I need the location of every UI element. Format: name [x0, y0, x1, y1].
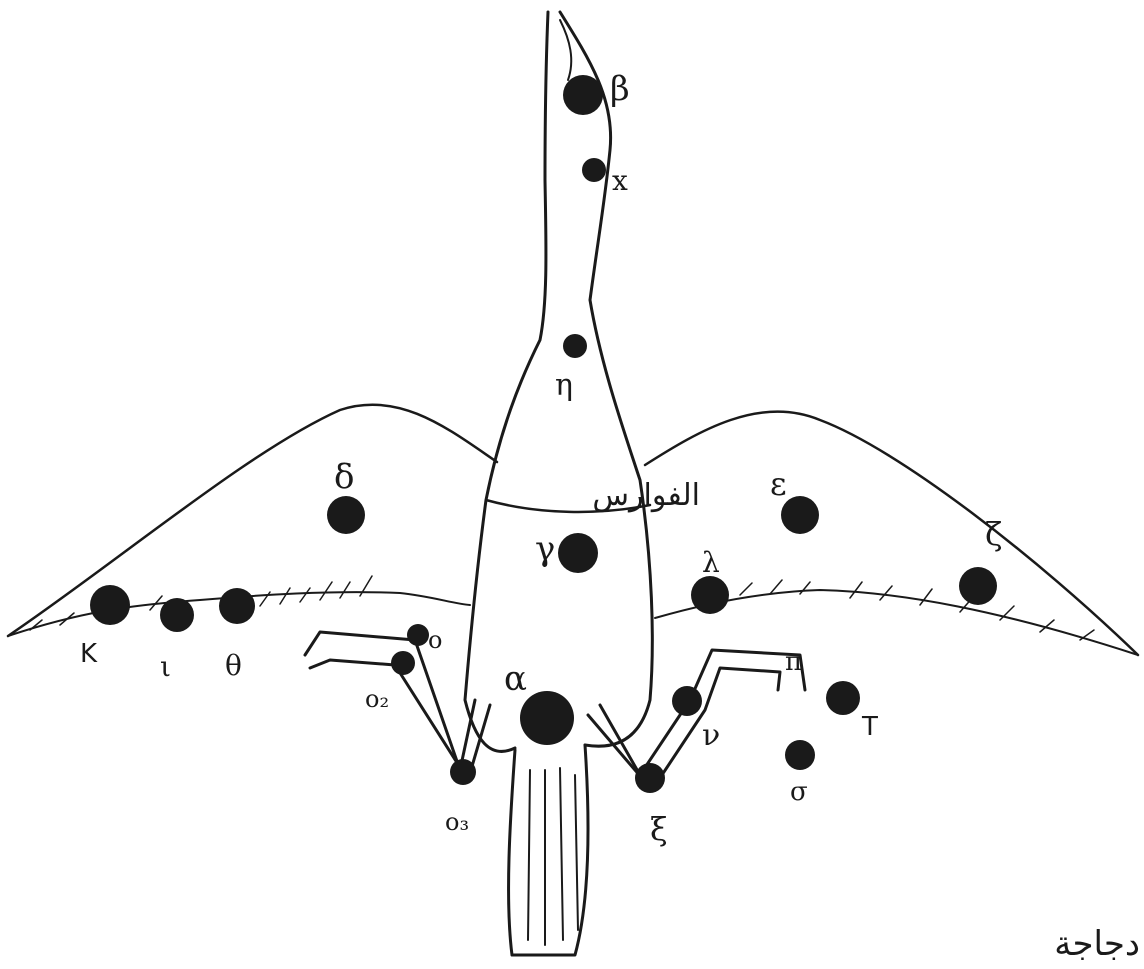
star-zeta [959, 567, 997, 605]
star-delta [327, 496, 365, 534]
label-theta: θ [225, 649, 242, 682]
arabic-label-wing: الفوارس [592, 478, 700, 513]
star-omicron2 [391, 651, 415, 675]
label-pi: π [785, 647, 802, 677]
star-gamma [558, 533, 598, 573]
label-omicron2: o₂ [365, 685, 389, 713]
stars [90, 75, 997, 793]
label-omicron3: o₃ [445, 808, 469, 836]
label-lambda: λ [702, 546, 720, 579]
label-alpha: α [504, 659, 527, 699]
star-sigma [785, 740, 815, 770]
label-gamma: γ [535, 529, 555, 569]
label-eta: η [555, 368, 573, 403]
label-omicron1: o [428, 626, 442, 654]
star-omicron3 [450, 759, 476, 785]
star-chi [582, 158, 606, 182]
label-beta: β [610, 69, 630, 109]
star-xi [635, 763, 665, 793]
star-nu [672, 686, 702, 716]
label-iota: ι [160, 650, 171, 683]
tail-stub [509, 745, 588, 955]
label-xi: ξ [650, 810, 668, 848]
star-lambda [691, 576, 729, 614]
star-epsilon [781, 496, 819, 534]
star-theta [219, 588, 255, 624]
label-zeta: ζ [985, 515, 1002, 553]
label-kappa: K [80, 639, 98, 669]
label-delta: δ [334, 457, 354, 497]
star-kappa [90, 585, 130, 625]
label-tau: T [861, 712, 878, 742]
right-wing [645, 412, 1138, 655]
label-sigma: σ [790, 777, 808, 807]
arabic-caption: دجاجة [1054, 924, 1140, 964]
star-beta [563, 75, 603, 115]
star-alpha [520, 691, 574, 745]
label-epsilon: ε [770, 465, 787, 503]
star-tau [826, 681, 860, 715]
star-eta [563, 334, 587, 358]
label-chi: x [612, 164, 628, 197]
star-iota [160, 598, 194, 632]
star-omicron1 [407, 624, 429, 646]
label-nu: ν [702, 718, 720, 753]
right-leg [588, 650, 805, 790]
